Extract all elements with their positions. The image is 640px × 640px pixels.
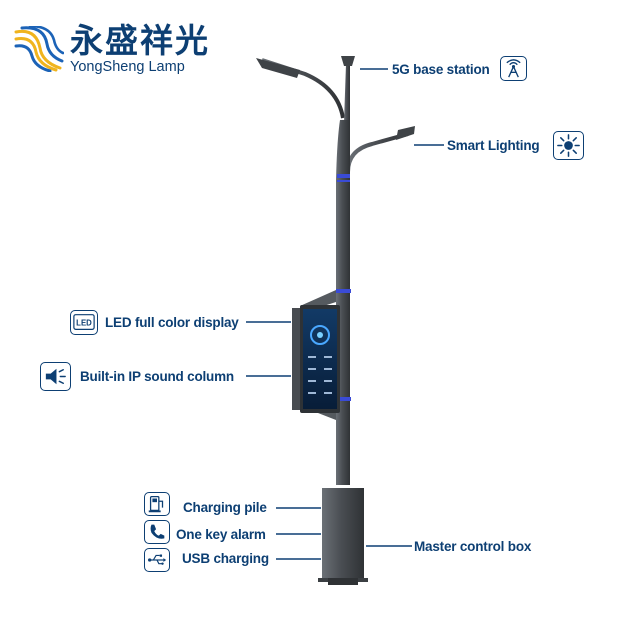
usb-icon — [144, 548, 170, 572]
label-master-control-box: Master control box — [414, 539, 532, 554]
brand-logo-icon — [14, 26, 64, 72]
phone-icon — [144, 520, 170, 544]
charging-pile-icon — [144, 492, 170, 516]
label-5g-base-station: 5G base station — [392, 62, 490, 77]
sun-icon — [553, 131, 584, 160]
label-one-key-alarm: One key alarm — [176, 527, 266, 542]
label-led-display: LED full color display — [105, 315, 239, 330]
speaker-icon — [40, 362, 71, 391]
svg-text:LED: LED — [76, 319, 92, 328]
brand-name-cn: 永盛祥光 — [70, 21, 210, 60]
label-usb-charging: USB charging — [182, 551, 269, 566]
signal-tower-icon — [500, 56, 527, 81]
label-charging-pile: Charging pile — [183, 500, 267, 515]
label-sound-column: Built-in IP sound column — [80, 369, 234, 384]
led-icon: LED — [70, 310, 98, 335]
label-smart-lighting: Smart Lighting — [447, 138, 540, 153]
brand-name-en: YongSheng Lamp — [70, 59, 185, 75]
